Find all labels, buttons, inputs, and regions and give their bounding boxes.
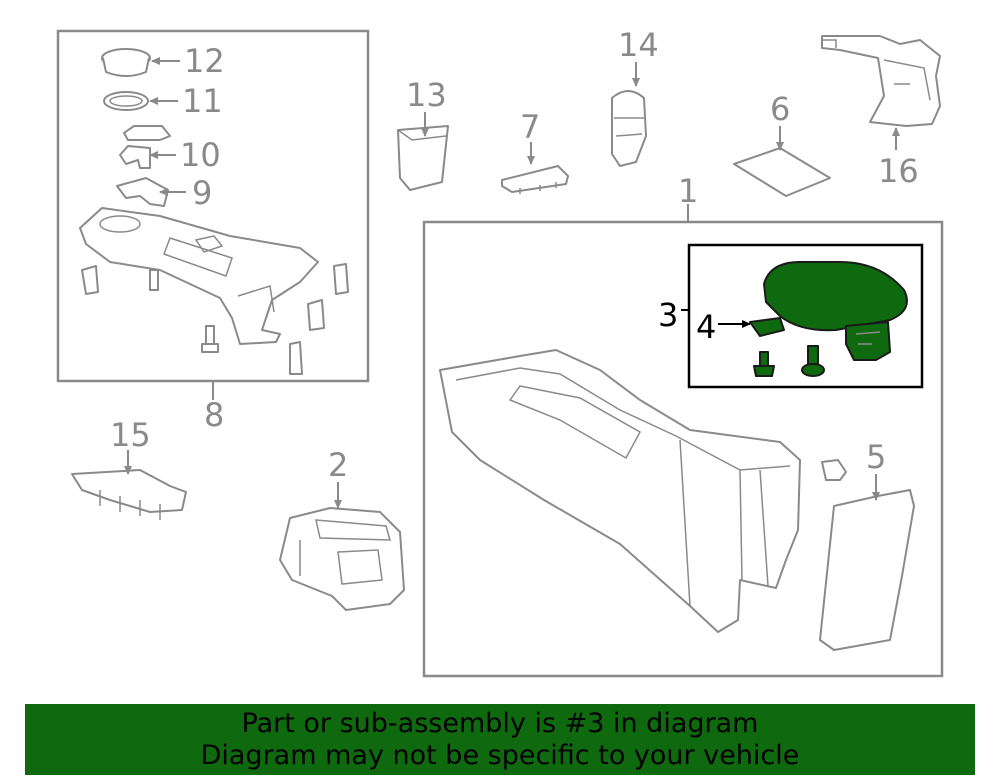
group-box-3 <box>687 243 924 389</box>
callout-6: 6 <box>770 90 790 128</box>
part-11-seal[interactable] <box>103 91 149 111</box>
part-clip[interactable] <box>821 459 847 481</box>
info-banner: Part or sub-assembly is #3 in diagram Di… <box>25 704 975 775</box>
callout-8: 8 <box>204 396 224 434</box>
part-6-mat[interactable] <box>733 147 831 197</box>
part-4-hinge[interactable] <box>749 317 785 337</box>
callout-14: 14 <box>618 26 659 64</box>
group-box-1 <box>422 220 944 678</box>
part-3-screw-a[interactable] <box>753 351 775 377</box>
part-3-armrest-lid[interactable] <box>763 261 908 361</box>
part-14-shift-knob[interactable] <box>611 90 647 167</box>
part-13-cup-holder[interactable] <box>397 125 449 191</box>
callout-12: 12 <box>184 42 225 80</box>
part-9-clip[interactable] <box>116 177 169 207</box>
part-3-screw-b[interactable] <box>801 345 825 377</box>
callout-16: 16 <box>878 152 919 190</box>
callout-5: 5 <box>866 438 886 476</box>
callout-9: 9 <box>192 174 212 212</box>
part-8-shift-panel[interactable] <box>79 207 349 375</box>
part-1-console-box[interactable] <box>439 349 801 633</box>
banner-line-1: Part or sub-assembly is #3 in diagram <box>241 707 759 739</box>
callout-7: 7 <box>520 108 540 146</box>
part-2-shift-bracket[interactable] <box>279 507 405 611</box>
callout-10: 10 <box>180 136 221 174</box>
parts-diagram: 12 11 10 9 8 13 7 14 6 16 1 15 2 5 3 4 <box>56 26 944 678</box>
callout-3[interactable]: 3 <box>658 296 678 334</box>
callout-2: 2 <box>328 446 348 484</box>
callout-11: 11 <box>182 82 223 120</box>
callout-15: 15 <box>110 416 151 454</box>
banner-line-2: Diagram may not be specific to your vehi… <box>200 739 800 771</box>
part-12-ring[interactable] <box>101 48 151 77</box>
part-15-bracket[interactable] <box>71 469 187 520</box>
part-5-side-panel[interactable] <box>819 489 915 651</box>
part-7-cover[interactable] <box>501 165 569 194</box>
part-10-bracket[interactable] <box>119 125 171 169</box>
group-box-8 <box>56 29 370 383</box>
callout-4[interactable]: 4 <box>696 308 716 346</box>
callout-13: 13 <box>406 76 447 114</box>
part-16-brake-lever[interactable] <box>821 35 941 127</box>
callout-1: 1 <box>678 172 698 210</box>
